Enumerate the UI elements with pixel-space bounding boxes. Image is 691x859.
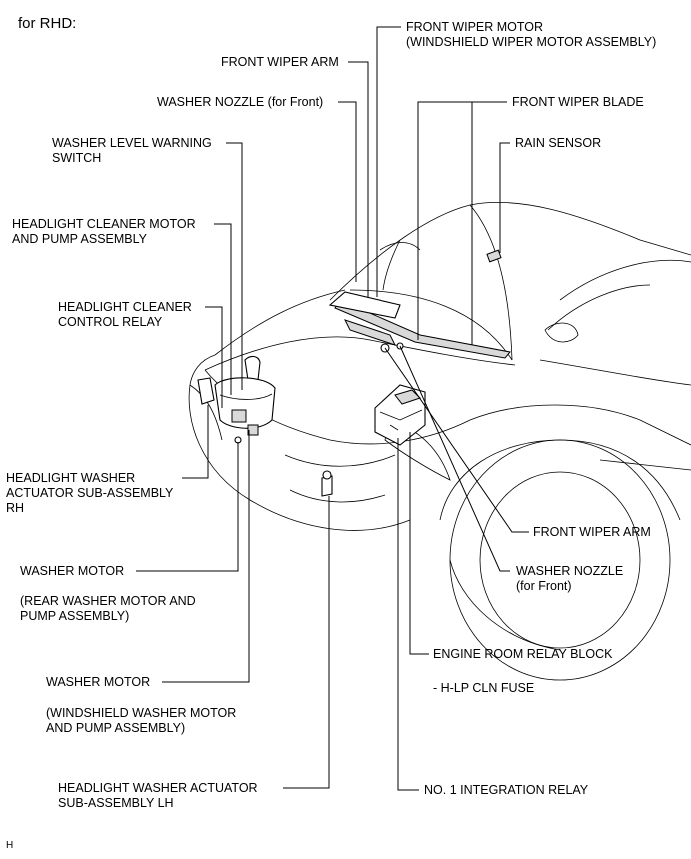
label-line: AND PUMP ASSEMBLY) bbox=[46, 721, 186, 735]
label-line: FRONT WIPER ARM bbox=[221, 55, 339, 69]
figure-id: H bbox=[6, 840, 14, 851]
label-line: FRONT WIPER BLADE bbox=[512, 95, 644, 109]
label-line: RAIN SENSOR bbox=[515, 136, 602, 150]
label-washer-nozzle-bottom: WASHER NOZZLE (for Front) bbox=[516, 564, 623, 594]
label-hlp-cln-fuse: - H-LP CLN FUSE bbox=[433, 681, 534, 696]
label-headlight-washer-rh: HEADLIGHT WASHER ACTUATOR SUB-ASSEMBLY R… bbox=[6, 471, 173, 516]
label-line: WASHER LEVEL WARNING bbox=[52, 136, 212, 150]
label-line: (WINDSHIELD WASHER MOTOR bbox=[46, 706, 237, 720]
headlight-washer-lh-part bbox=[321, 470, 333, 497]
label-line: PUMP ASSEMBLY) bbox=[20, 609, 130, 623]
label-washer-motor-windshield: WASHER MOTOR bbox=[46, 675, 150, 690]
label-line: (for Front) bbox=[516, 579, 572, 593]
label-line: (REAR WASHER MOTOR AND bbox=[20, 594, 196, 608]
diagram-heading: for RHD: bbox=[18, 15, 77, 32]
label-line: WASHER MOTOR bbox=[46, 675, 151, 689]
label-line: SWITCH bbox=[52, 151, 102, 165]
label-integration-relay: NO. 1 INTEGRATION RELAY bbox=[424, 783, 588, 798]
label-line: WASHER MOTOR bbox=[20, 564, 125, 578]
label-front-wiper-blade: FRONT WIPER BLADE bbox=[512, 95, 644, 110]
label-line: ACTUATOR SUB-ASSEMBLY bbox=[6, 486, 174, 500]
label-washer-level-warning-switch: WASHER LEVEL WARNING SWITCH bbox=[52, 136, 212, 166]
label-headlight-washer-lh: HEADLIGHT WASHER ACTUATOR SUB-ASSEMBLY L… bbox=[58, 781, 258, 811]
washer-tank-part bbox=[197, 355, 276, 444]
label-engine-room-relay-block: ENGINE ROOM RELAY BLOCK bbox=[433, 647, 612, 662]
label-line: RH bbox=[6, 501, 25, 515]
label-line: WASHER NOZZLE (for Front) bbox=[157, 95, 324, 109]
label-headlight-cleaner-motor: HEADLIGHT CLEANER MOTOR AND PUMP ASSEMBL… bbox=[12, 217, 196, 247]
label-line: HEADLIGHT CLEANER MOTOR bbox=[12, 217, 196, 231]
car-body-outline bbox=[188, 202, 691, 681]
label-front-wiper-arm-top: FRONT WIPER ARM bbox=[221, 55, 339, 70]
relay-block-part bbox=[374, 384, 426, 446]
label-line: WASHER NOZZLE bbox=[516, 564, 624, 578]
label-front-wiper-arm-bottom: FRONT WIPER ARM bbox=[533, 525, 651, 540]
rain-sensor-part bbox=[486, 249, 502, 263]
label-line: ENGINE ROOM RELAY BLOCK bbox=[433, 647, 613, 661]
label-line: - H-LP CLN FUSE bbox=[433, 681, 535, 695]
label-line: FRONT WIPER ARM bbox=[533, 525, 651, 539]
wiper-blade-part bbox=[328, 291, 511, 359]
label-rain-sensor: RAIN SENSOR bbox=[515, 136, 601, 151]
label-line: AND PUMP ASSEMBLY bbox=[12, 232, 147, 246]
label-line: HEADLIGHT CLEANER bbox=[58, 300, 192, 314]
label-washer-motor-rear-note: (REAR WASHER MOTOR AND PUMP ASSEMBLY) bbox=[20, 594, 196, 624]
label-line: NO. 1 INTEGRATION RELAY bbox=[424, 783, 589, 797]
label-line: CONTROL RELAY bbox=[58, 315, 163, 329]
label-washer-nozzle-top: WASHER NOZZLE (for Front) bbox=[157, 95, 323, 110]
label-line: FRONT WIPER MOTOR bbox=[406, 20, 544, 34]
label-front-wiper-motor: FRONT WIPER MOTOR (WINDSHIELD WIPER MOTO… bbox=[406, 20, 656, 50]
label-washer-motor-windshield-note: (WINDSHIELD WASHER MOTOR AND PUMP ASSEMB… bbox=[46, 706, 236, 736]
label-line: HEADLIGHT WASHER bbox=[6, 471, 136, 485]
label-headlight-cleaner-relay: HEADLIGHT CLEANER CONTROL RELAY bbox=[58, 300, 192, 330]
leader-lines bbox=[136, 26, 529, 791]
label-line: (WINDSHIELD WIPER MOTOR ASSEMBLY) bbox=[406, 35, 657, 49]
label-line: HEADLIGHT WASHER ACTUATOR bbox=[58, 781, 258, 795]
label-washer-motor-rear: WASHER MOTOR bbox=[20, 564, 124, 579]
label-line: SUB-ASSEMBLY LH bbox=[58, 796, 174, 810]
